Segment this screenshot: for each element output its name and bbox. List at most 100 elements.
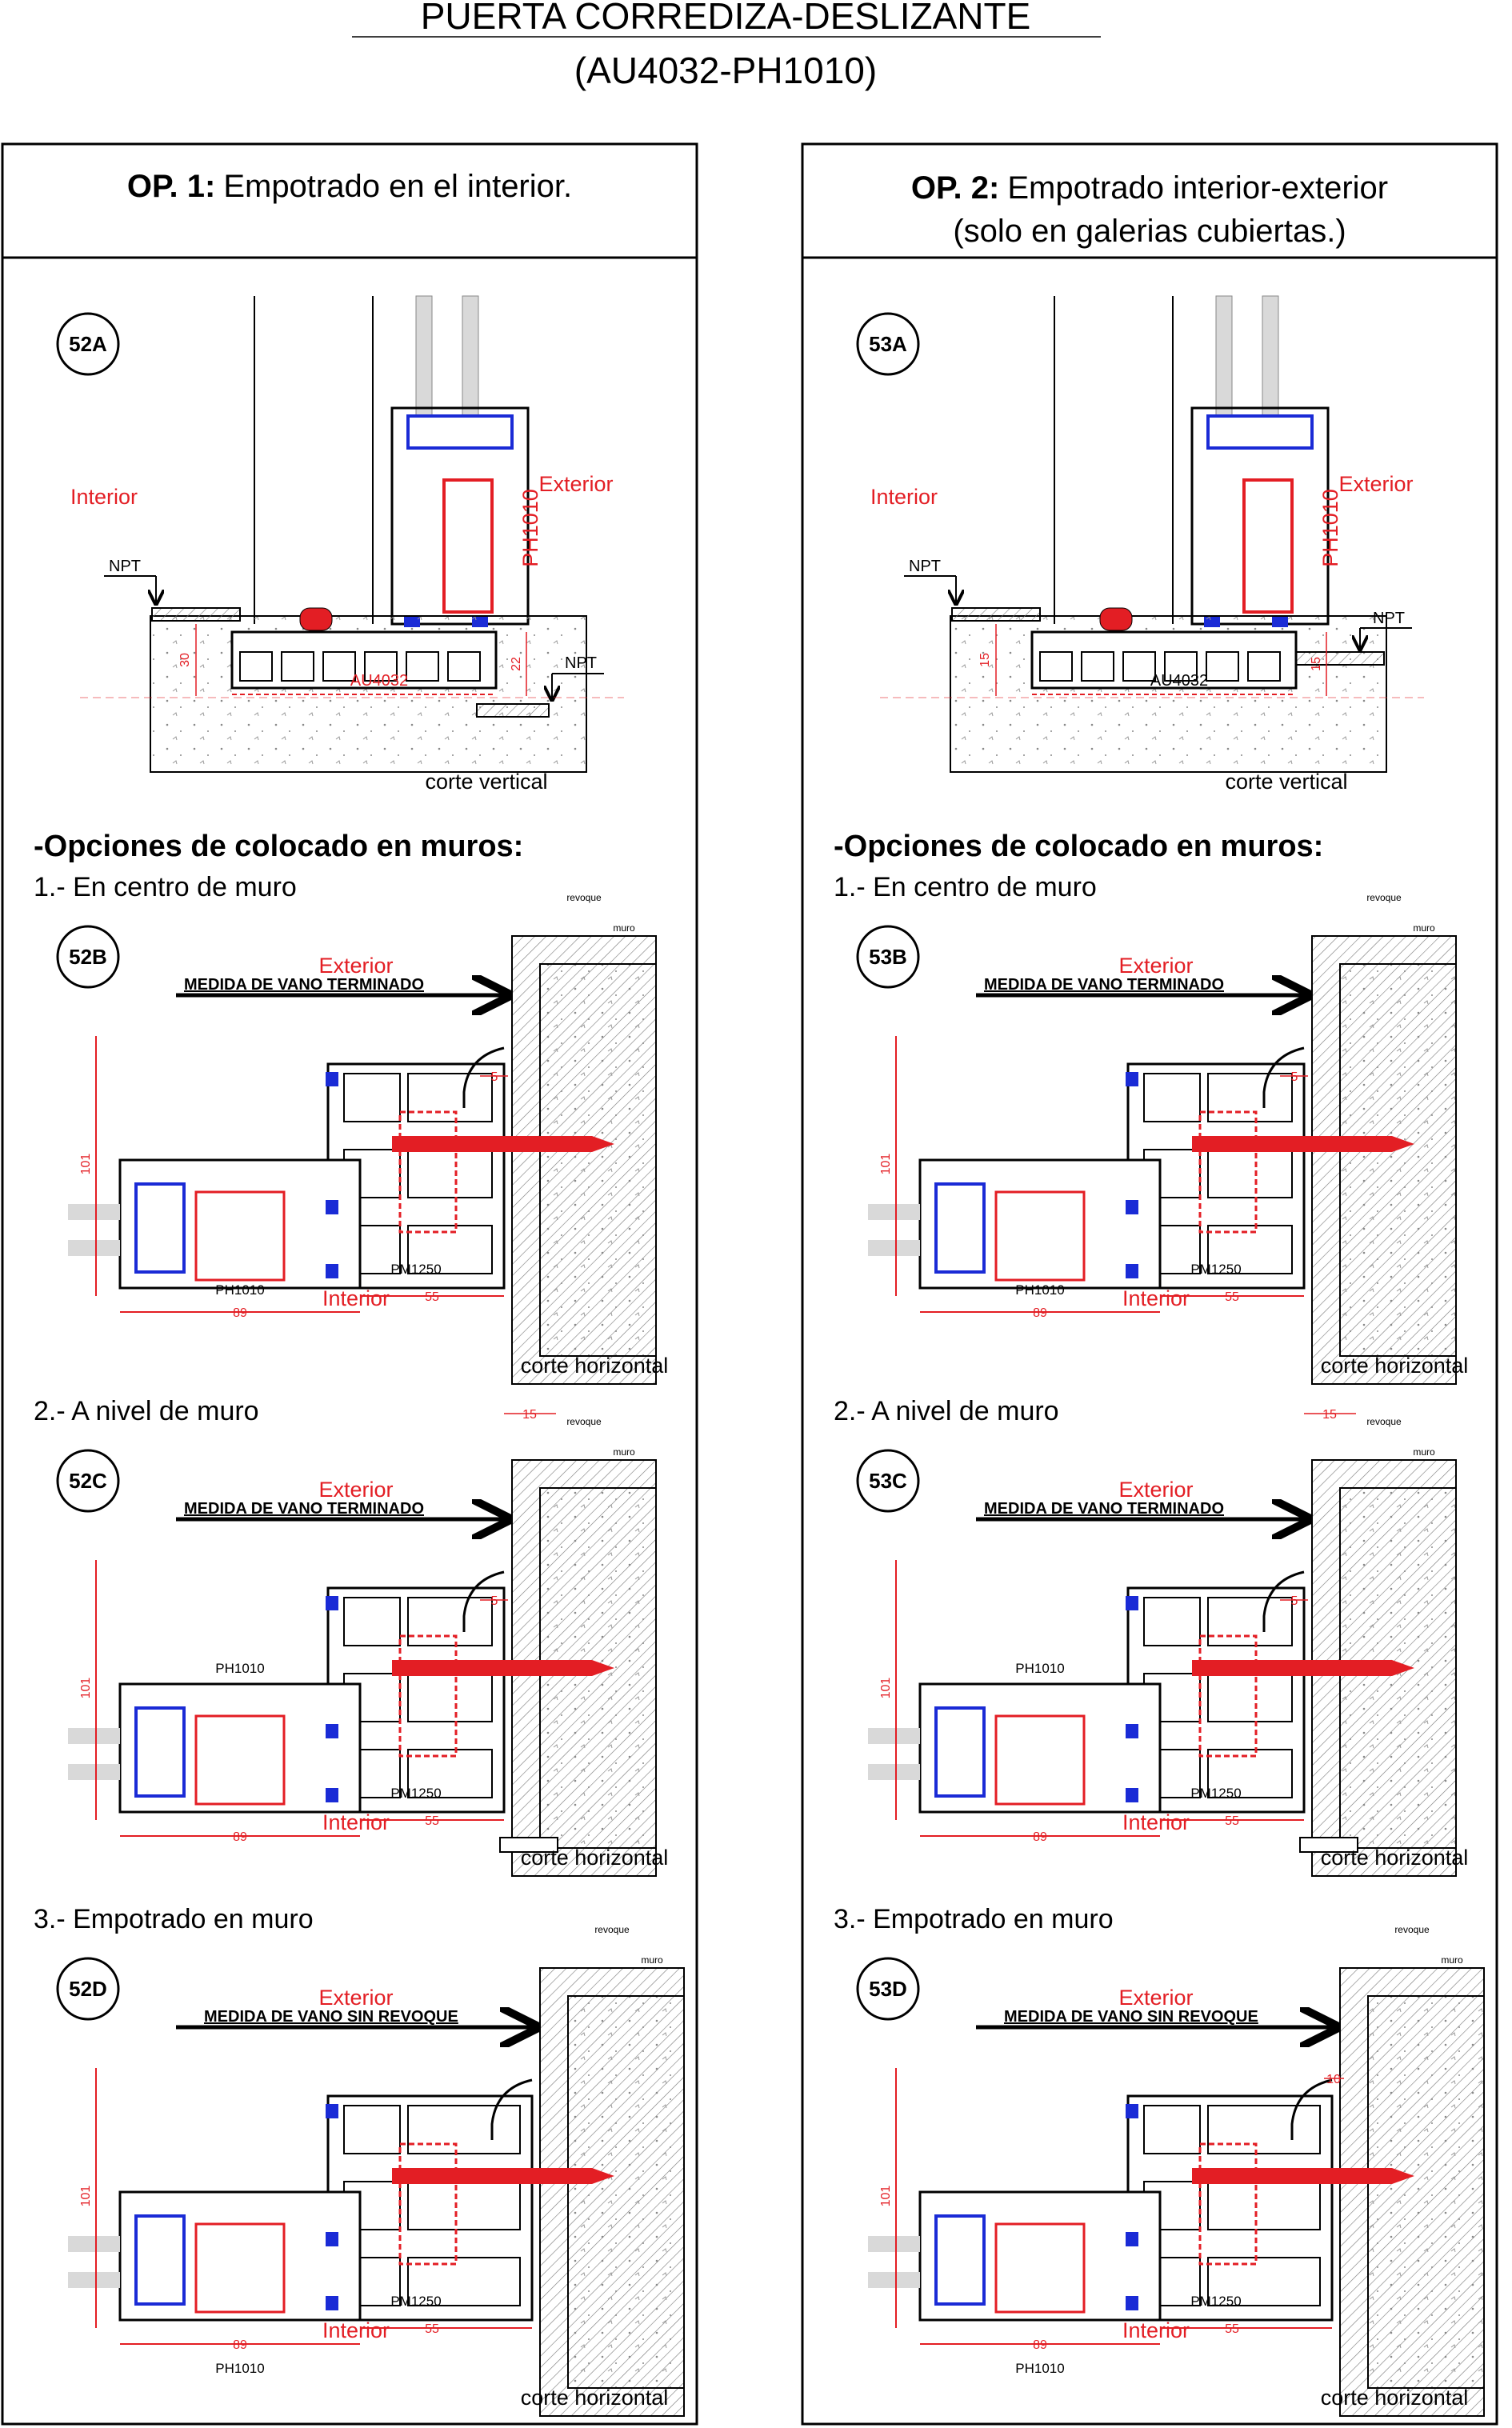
gasket bbox=[1206, 414, 1314, 450]
fixing-screw bbox=[392, 1136, 592, 1152]
glass-pane bbox=[868, 1240, 920, 1256]
roller-wheel bbox=[299, 607, 333, 631]
glass-pane bbox=[868, 1728, 920, 1744]
measure-label: MEDIDA DE VANO TERMINADO bbox=[984, 976, 1224, 994]
exterior-label: Exterior bbox=[1118, 1986, 1193, 2010]
ph-profile-label: PH1010 bbox=[1015, 1282, 1064, 1298]
glass-pane bbox=[68, 2272, 120, 2288]
panel-op1: OP. 1:Empotrado en el interior.52AInteri… bbox=[1, 142, 698, 2426]
sash-profile bbox=[118, 2190, 362, 2322]
frame-chamber bbox=[343, 1073, 401, 1122]
floor-finish-exterior bbox=[476, 703, 550, 718]
option-heading: 1.- En centro de muro bbox=[34, 872, 297, 902]
panel-border bbox=[1, 142, 698, 2426]
sash-reinforcement bbox=[194, 2222, 286, 2314]
sheet-title-line2: (AU4032-PH1010) bbox=[574, 50, 877, 91]
caption: corte vertical bbox=[425, 770, 547, 794]
panel-heading: OP. 2:Empotrado interior-exterior bbox=[911, 170, 1388, 206]
wall-core bbox=[539, 963, 657, 1357]
ph-profile-label: PH1010 bbox=[1015, 2361, 1064, 2376]
sill-chamber bbox=[239, 651, 273, 682]
dimension-value: 89 bbox=[1033, 2338, 1047, 2352]
cover-cap bbox=[490, 2078, 533, 2140]
detail-badge-circle bbox=[56, 1957, 120, 2021]
frame-chamber bbox=[1207, 2257, 1321, 2306]
frame-chamber bbox=[343, 1597, 401, 1646]
dimension-value: 89 bbox=[233, 1306, 247, 1320]
sash-reinforcement bbox=[994, 2222, 1086, 2314]
gasket bbox=[326, 1724, 338, 1738]
dimension-value: 55 bbox=[1225, 1814, 1239, 1828]
wall-core bbox=[567, 1995, 685, 2389]
frame-chamber bbox=[407, 2257, 521, 2306]
option-heading: 1.- En centro de muro bbox=[834, 872, 1097, 902]
detail-badge: 52B bbox=[69, 945, 107, 969]
dimension-value: 89 bbox=[1033, 1830, 1047, 1844]
revoque-label: revoque bbox=[594, 1924, 630, 1935]
npt-label: NPT bbox=[1373, 610, 1405, 627]
exterior-label: Exterior bbox=[1118, 954, 1193, 978]
panel-op2: OP. 2:Empotrado interior-exterior (solo e… bbox=[801, 142, 1498, 2426]
fixing-screw bbox=[1192, 2168, 1392, 2184]
sill-chamber bbox=[447, 651, 481, 682]
frame-chamber bbox=[1143, 2105, 1201, 2154]
gasket bbox=[326, 2104, 338, 2118]
dimension-value: 22 bbox=[510, 657, 523, 671]
dimension-value: 5 bbox=[1291, 1070, 1298, 1084]
measure-label: MEDIDA DE VANO TERMINADO bbox=[984, 1500, 1224, 1518]
gasket bbox=[934, 1706, 986, 1798]
exterior-label: Exterior bbox=[538, 472, 613, 496]
measure-label: MEDIDA DE VANO SIN REVOQUE bbox=[1004, 2008, 1258, 2026]
caption: corte horizontal bbox=[1321, 2386, 1469, 2410]
screw-tip bbox=[592, 2168, 614, 2184]
options-title: -Opciones de colocado en muros: bbox=[34, 830, 523, 863]
dimension-value: 55 bbox=[425, 1290, 439, 1304]
roller-wheel bbox=[1099, 607, 1133, 631]
sash-reinforcement bbox=[194, 1714, 286, 1806]
profile-label: AU4032 bbox=[350, 672, 408, 690]
reinforcement-profile bbox=[1198, 1634, 1258, 1758]
interior-label: Interior bbox=[1122, 2318, 1190, 2342]
gasket bbox=[934, 2214, 986, 2306]
ph-profile-label: PH1010 bbox=[215, 2361, 264, 2376]
frame-chamber bbox=[1207, 1749, 1293, 1798]
sash-profile bbox=[918, 1158, 1162, 1290]
caption: corte horizontal bbox=[1321, 1354, 1469, 1378]
sheet-title-line1: PUERTA CORREDIZA-DESLIZANTE bbox=[421, 0, 1031, 37]
option-heading: 2.- A nivel de muro bbox=[834, 1396, 1059, 1426]
reinforcement-profile bbox=[442, 478, 494, 614]
npt-label: NPT bbox=[565, 654, 597, 672]
gasket bbox=[326, 1264, 338, 1278]
detail-badge: 53A bbox=[869, 332, 907, 356]
gasket bbox=[406, 414, 514, 450]
ph-profile-label: PH1010 bbox=[215, 1661, 264, 1676]
finish-trim bbox=[499, 1837, 558, 1853]
wall-core bbox=[1339, 963, 1457, 1357]
sill-chamber bbox=[1039, 651, 1073, 682]
gasket bbox=[326, 1788, 338, 1802]
detail-badge: 53D bbox=[869, 1977, 907, 2001]
profile-label: PH1010 bbox=[518, 489, 542, 567]
glass-pane bbox=[68, 1764, 120, 1780]
pm-profile-label: PM1250 bbox=[1190, 2294, 1241, 2309]
gasket bbox=[326, 1200, 338, 1214]
panel-heading-line2: (solo en galerias cubiertas.) bbox=[953, 214, 1346, 249]
gasket bbox=[1126, 2104, 1138, 2118]
glass-pane bbox=[868, 2272, 920, 2288]
screw-tip bbox=[1392, 1660, 1414, 1676]
sill-chamber bbox=[1081, 651, 1114, 682]
dimension-value: 15 bbox=[1322, 1408, 1337, 1422]
gasket bbox=[326, 1596, 338, 1610]
muro-label: muro bbox=[1441, 1954, 1463, 1966]
gasket bbox=[934, 1182, 986, 1274]
detail-badge-circle bbox=[56, 312, 120, 376]
interior-label: Interior bbox=[70, 485, 138, 509]
sash-profile bbox=[918, 2190, 1162, 2322]
ph-profile-label: PH1010 bbox=[215, 1282, 264, 1298]
npt-label: NPT bbox=[909, 558, 941, 575]
sash-profile bbox=[118, 1682, 362, 1814]
frame-profile bbox=[326, 2094, 534, 2322]
sill-chamber bbox=[1122, 651, 1156, 682]
glass-pane bbox=[68, 1728, 120, 1744]
panel-heading-text: Empotrado en el interior. bbox=[223, 169, 572, 204]
